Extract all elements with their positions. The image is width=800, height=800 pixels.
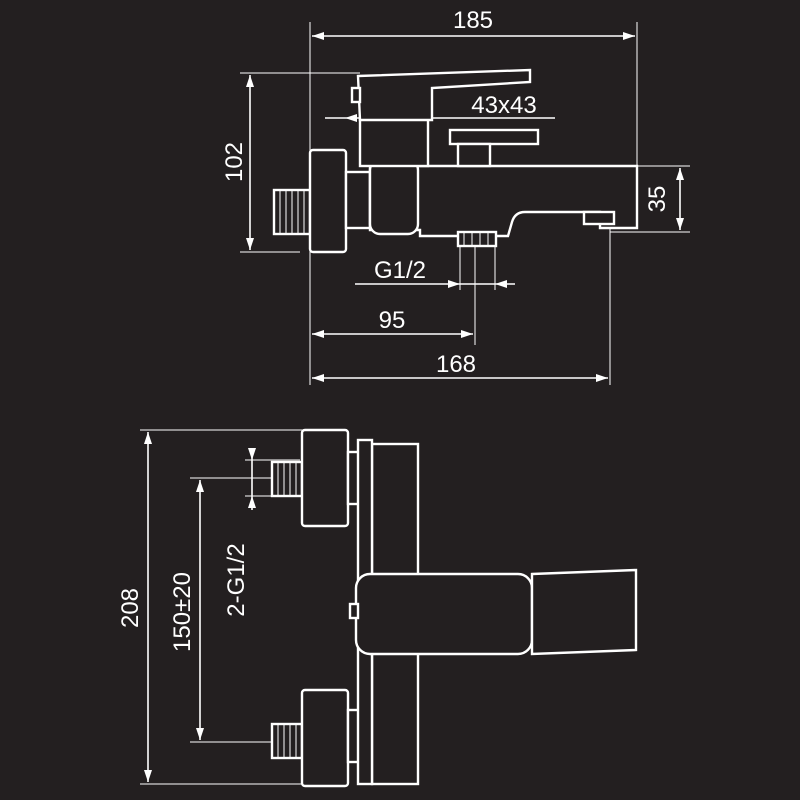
front-view: 208 150±20 2-G1/2 <box>117 428 638 788</box>
side-view: 185 43x43 102 35 G1/2 95 168 <box>221 7 690 385</box>
dim-label-185: 185 <box>453 7 493 34</box>
dim-label-outlet-thread: G1/2 <box>374 257 426 284</box>
dim-label-inlet-threads: 2-G1/2 <box>223 543 250 616</box>
faucet-front-profile <box>270 428 638 788</box>
dim-label-inlet-spacing: 150±20 <box>169 572 196 652</box>
dim-label-208: 208 <box>117 588 144 628</box>
dim-label-35: 35 <box>644 186 671 213</box>
dim-label-43x43: 43x43 <box>471 92 536 119</box>
dim-label-95: 95 <box>379 307 406 334</box>
dim-label-168: 168 <box>436 351 476 378</box>
dim-label-102: 102 <box>221 142 248 182</box>
faucet-side-profile <box>272 68 639 254</box>
